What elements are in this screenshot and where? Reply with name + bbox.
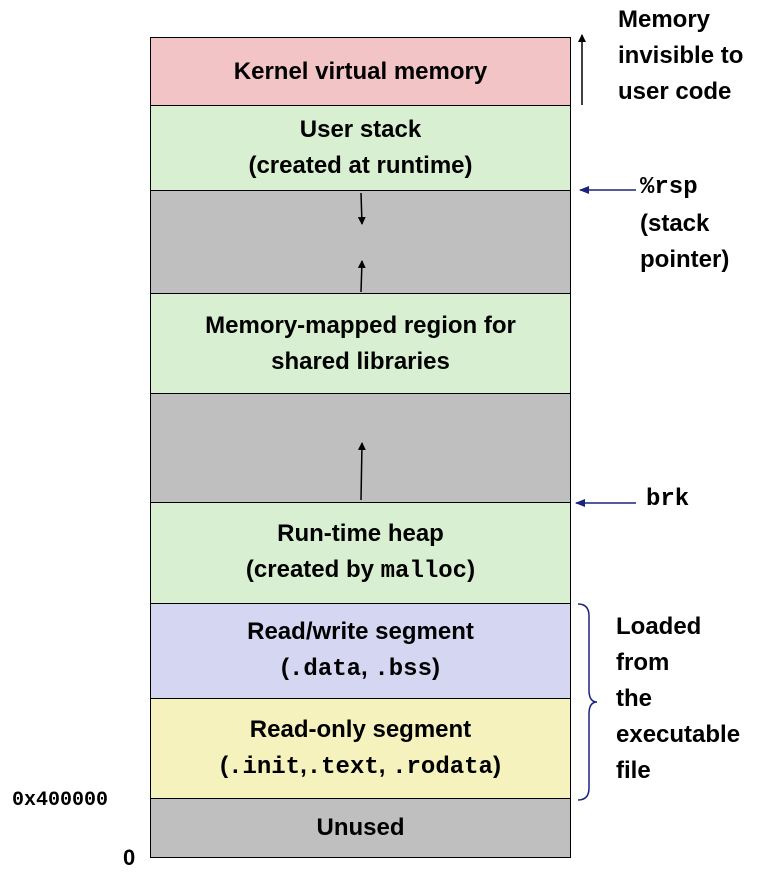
brk-annotation: brk [646,482,689,518]
address-zero: 0 [123,845,136,870]
run-time-heap-segment: Run-time heap (created by malloc) [150,502,571,604]
rsp-register: %rsp [640,174,698,201]
ro-sublabel: (.init,.text, .rodata) [220,751,501,781]
kernel-label: Kernel virtual memory [233,57,488,85]
memory-mapped-region-segment: Memory-mapped region for shared librarie… [150,293,571,394]
stack-grows-down-arrow [357,192,366,225]
address-0x400000: 0x400000 [12,789,109,812]
read-write-segment: Read/write segment (.data, .bss) [150,603,571,699]
heap-sublabel: (created by malloc) [245,556,476,585]
mmap-grows-up-arrow [357,260,366,293]
mmap-label-line2: shared libraries [271,347,450,375]
mmap-label-line1: Memory-mapped region for [205,311,516,339]
invisible-annotation: Memory invisible to user code [618,6,744,105]
text-code: .text [306,753,379,781]
unused-label: Unused [316,814,405,841]
heap-label: Run-time heap [277,520,444,547]
brk-label: brk [646,486,690,513]
kernel-virtual-memory-segment: Kernel virtual memory [150,37,571,106]
rw-sublabel: (.data, .bss) [281,654,440,683]
rodata-code: .rodata [392,753,493,781]
rsp-annotation: %rsp (stack pointer) [640,170,729,278]
init-code: .init [228,753,301,781]
malloc-code: malloc [380,558,468,585]
loaded-annotation: Loaded from the executable file [616,613,741,784]
user-stack-label: User stack [299,116,422,143]
bss-code: .bss [374,656,432,683]
ro-label: Read-only segment [249,715,472,743]
user-stack-sublabel: (created at runtime) [248,152,473,179]
data-code: .data [289,656,362,683]
rw-label: Read/write segment [247,618,474,645]
loaded-brace [577,603,598,801]
unused-segment: Unused [150,798,571,858]
heap-grows-up-arrow [357,442,366,501]
read-only-segment: Read-only segment (.init,.text, .rodata) [150,698,571,799]
